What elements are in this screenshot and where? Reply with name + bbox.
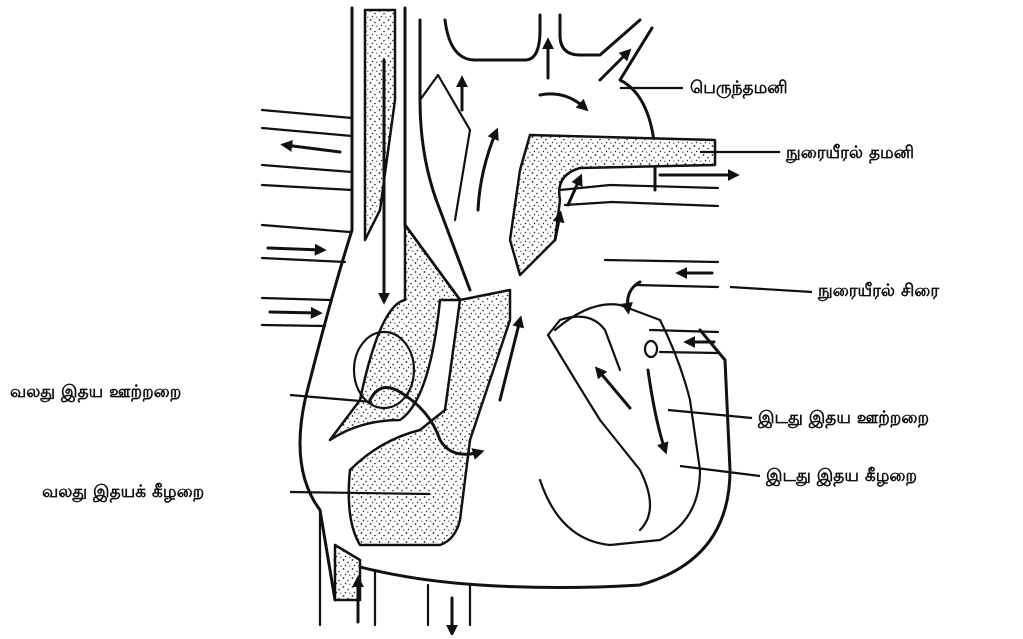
arrow-down-pv	[628, 282, 641, 310]
pulmonary-trunk	[510, 135, 735, 275]
arrow-right-vessel-1	[268, 248, 322, 250]
superior-vena-cava	[352, 8, 405, 300]
label-aorta: பெருந்தமனி	[690, 80, 788, 97]
left-heart-chambers	[500, 304, 700, 545]
arrow-la-2	[648, 370, 665, 450]
label-left-atrium: இடது இதய ஊற்றறை	[758, 410, 929, 427]
arrow-up-pulmonary-2	[568, 178, 580, 205]
septum	[330, 225, 510, 600]
arrow-up-ascending	[478, 132, 496, 210]
label-pulmonary-artery: நுரையீரல் தமனி	[786, 145, 914, 162]
label-left-ventricle: இடது இதய கீழறை	[766, 468, 917, 485]
arrow-la-1	[598, 370, 630, 408]
left-vessels	[262, 110, 352, 326]
arrow-right-vessel-2	[270, 312, 318, 313]
label-right-ventricle: வலது இதயக் கீழறை	[42, 484, 204, 501]
arrow-left-vessel	[285, 145, 340, 152]
label-right-atrium: வலது இதய ஊற்றறை	[10, 384, 181, 401]
arrow-curve-aorta	[540, 94, 585, 108]
label-pulmonary-vein: நுரையீரல் சிரை	[818, 283, 939, 300]
